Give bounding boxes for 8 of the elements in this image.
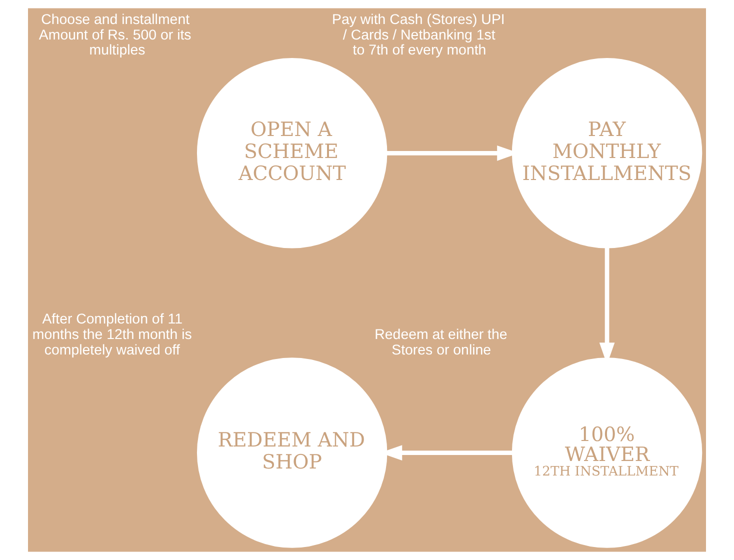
node-label: Redeem at either the Stores or online: [374, 326, 508, 358]
node-circle: REDEEM AND SHOP: [196, 358, 388, 548]
node-circle: 100% WAIVER 12TH INSTALLMENT: [512, 358, 702, 548]
node-circle: OPEN A SCHEME ACCOUNT: [196, 58, 388, 248]
node-label: Pay with Cash (Stores) UPI / Cards / Netbanking 1st to 7th of every month: [332, 12, 505, 59]
node-circle: PAY MONTHLY INSTALLMENTS: [512, 58, 702, 248]
node-label: Choose and installment Amount of Rs. 500 or its multiples: [38, 12, 192, 59]
node-label: After Completion of 11 months the 12th month is completely waived off: [32, 312, 192, 358]
